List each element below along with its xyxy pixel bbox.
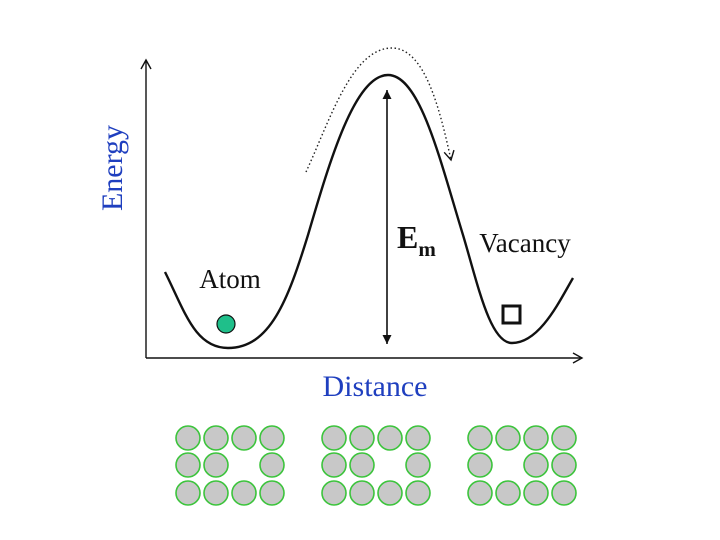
energy-barrier-label: Em <box>397 219 436 261</box>
lattice-atom <box>175 452 201 478</box>
lattice-atom <box>259 425 285 451</box>
lattice-atom <box>349 452 375 478</box>
lattice-panels <box>175 425 577 506</box>
y-axis-label: Energy <box>96 125 129 211</box>
energy-symbol: E <box>397 219 418 255</box>
lattice-panel-2 <box>321 425 431 506</box>
lattice-atom <box>231 425 257 451</box>
migration-path-arrow <box>305 47 455 173</box>
vacancy-label: Vacancy <box>479 228 571 258</box>
x-axis-label: Distance <box>323 370 428 403</box>
lattice-atom <box>467 480 493 506</box>
lattice-atom <box>495 480 521 506</box>
lattice-atom <box>203 425 229 451</box>
lattice-atom <box>377 480 403 506</box>
lattice-atom <box>523 425 549 451</box>
vacancy-marker <box>501 304 522 325</box>
atom-label: Atom <box>199 264 261 294</box>
lattice-atom <box>321 425 347 451</box>
lattice-atom <box>551 425 577 451</box>
lattice-atom <box>259 480 285 506</box>
lattice-atom <box>349 480 375 506</box>
lattice-atom <box>377 425 403 451</box>
lattice-atom <box>551 480 577 506</box>
lattice-panel-1 <box>175 425 285 506</box>
lattice-atom <box>203 452 229 478</box>
lattice-atom <box>523 480 549 506</box>
lattice-atom <box>231 480 257 506</box>
energy-curve <box>163 73 575 350</box>
lattice-panel-3 <box>467 425 577 506</box>
lattice-atom <box>405 480 431 506</box>
atom-marker <box>216 314 236 334</box>
lattice-atom <box>259 452 285 478</box>
lattice-atom <box>203 480 229 506</box>
lattice-atom <box>523 452 549 478</box>
lattice-atom <box>405 452 431 478</box>
lattice-atom <box>551 452 577 478</box>
lattice-atom <box>175 480 201 506</box>
lattice-atom <box>175 425 201 451</box>
lattice-atom <box>495 425 521 451</box>
lattice-atom <box>321 452 347 478</box>
lattice-atom <box>405 425 431 451</box>
energy-subscript: m <box>418 237 436 261</box>
lattice-atom <box>321 480 347 506</box>
lattice-atom <box>349 425 375 451</box>
lattice-atom <box>467 452 493 478</box>
lattice-atom <box>467 425 493 451</box>
